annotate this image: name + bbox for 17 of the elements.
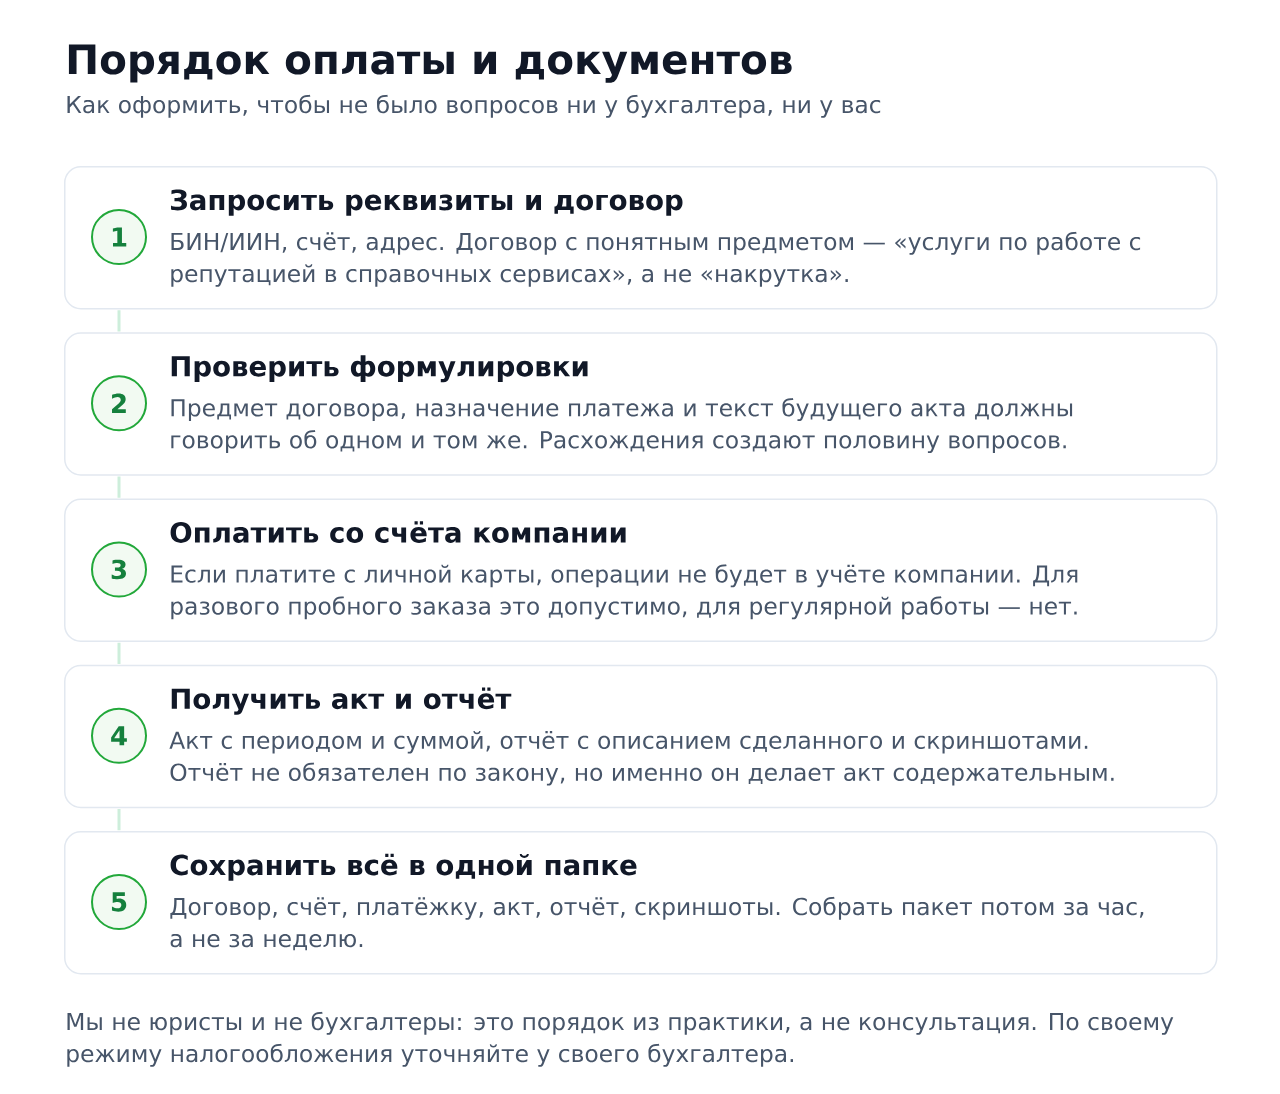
step-description: Договор, счёт, платёжку, акт, отчёт, скриншоты. Собрать пакет потом за час, а не за неделю. [170,896,1144,951]
title: Порядок оплаты и документов [68,44,792,83]
connector-line [117,310,121,332]
step-heading: Проверить формулировки [171,355,588,383]
step-heading: Оплатить со счёта компании [170,521,626,543]
step-heading: Получить акт и отчёт [171,687,512,715]
footnote: Мы не юристы и не бухгалтеры: это порядок из практики, а не консультация. По своему режиму налогообложения уточняйте у своего бухгалтера. [67,1011,1174,1067]
step-description: Предмет договора, назначение платежа и текст будущего акта должны говорить об одном и том же. Расхождения создают половину вопросов. [171,398,1073,454]
step-description: Если платите с личной карты, операции не будет в учёте компании. Для разового пробного заказа это допустимо, для регулярной работы — нет. [171,564,1078,620]
subtitle: Как оформить, чтобы не было вопросов ни у бухгалтера, ни у вас [67,94,881,118]
step-description: Акт с периодом и суммой, отчёт с описанием сделанного и скриншотами. Отчёт не обязателен по закону, но именно он делает акт содержательным. [169,731,1114,786]
connector-line [117,809,121,831]
connector-line [117,642,121,664]
step-heading: Запросить реквизиты и договор [171,189,683,216]
step-heading: Сохранить всё в одной папке [170,853,637,881]
step-description: БИН/ИИН, счёт, адрес. Договор с понятным предметом — «услуги по работе с репутацией в справочных сервисах», а не «накрутка». [171,231,1141,287]
connector-line [117,476,121,498]
